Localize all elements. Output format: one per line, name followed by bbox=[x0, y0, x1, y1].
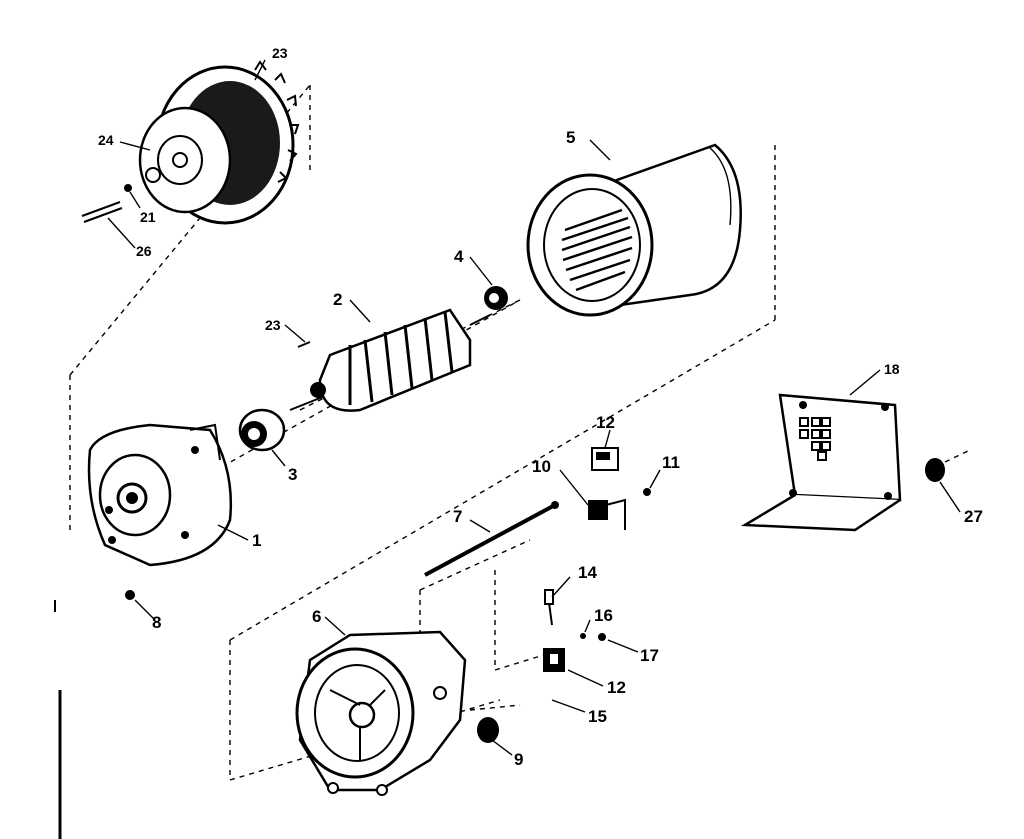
label-15: 15 bbox=[588, 707, 607, 726]
knob-part-27 bbox=[925, 449, 971, 482]
label-7: 7 bbox=[453, 507, 462, 526]
part-labels: 23 24 21 26 5 4 2 23 3 1 8 7 6 9 10 12 1… bbox=[98, 45, 983, 769]
fan-pulley-assembly bbox=[138, 60, 300, 225]
terminal-part-14 bbox=[544, 589, 554, 626]
bearing-part-4 bbox=[484, 286, 508, 310]
label-23-lower: 23 bbox=[265, 317, 281, 333]
label-17: 17 bbox=[640, 646, 659, 665]
rotor-armature bbox=[289, 308, 491, 412]
screw-part-8 bbox=[125, 590, 135, 600]
end-bell-part-6 bbox=[295, 630, 467, 796]
switch-part-12-top bbox=[591, 447, 619, 471]
label-10: 10 bbox=[532, 457, 551, 476]
label-26: 26 bbox=[136, 243, 152, 259]
plug-part-9 bbox=[477, 717, 499, 743]
leader-lines bbox=[107, 59, 961, 756]
screw-part-11 bbox=[643, 488, 651, 496]
screw-part-26 bbox=[81, 184, 132, 223]
label-27: 27 bbox=[964, 507, 983, 526]
bracket-plate-part-18 bbox=[740, 393, 902, 532]
label-9: 9 bbox=[514, 750, 523, 769]
stator-housing bbox=[526, 143, 742, 317]
label-3: 3 bbox=[288, 465, 297, 484]
switch-part-12-bottom bbox=[543, 648, 565, 672]
label-11: 11 bbox=[662, 453, 680, 472]
part-16-17 bbox=[580, 633, 606, 641]
pin-part-23-lower bbox=[297, 341, 311, 348]
scan-border-marks bbox=[54, 600, 62, 839]
through-bolt-part-7 bbox=[424, 501, 559, 577]
label-1: 1 bbox=[252, 531, 261, 550]
label-2: 2 bbox=[333, 290, 342, 309]
label-14: 14 bbox=[578, 563, 597, 582]
label-21: 21 bbox=[140, 209, 156, 225]
sleeve-part-3 bbox=[238, 408, 286, 452]
switch-part-10 bbox=[588, 498, 626, 530]
label-23-top: 23 bbox=[272, 45, 288, 61]
label-4: 4 bbox=[454, 247, 464, 266]
label-16: 16 bbox=[594, 606, 613, 625]
label-18: 18 bbox=[884, 361, 900, 377]
label-8: 8 bbox=[152, 613, 161, 632]
label-5: 5 bbox=[566, 128, 575, 147]
label-6: 6 bbox=[312, 607, 321, 626]
label-24: 24 bbox=[98, 132, 114, 148]
label-12-bottom: 12 bbox=[607, 678, 626, 697]
label-12-top: 12 bbox=[596, 413, 615, 432]
end-bell-part-1 bbox=[87, 423, 233, 567]
